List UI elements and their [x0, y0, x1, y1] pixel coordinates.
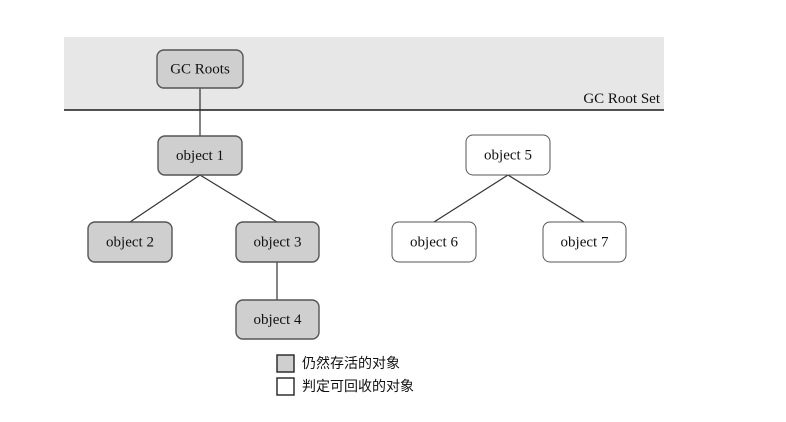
- node-label-object-6: object 6: [410, 234, 458, 250]
- node-object-2[interactable]: object 2: [87, 221, 173, 263]
- node-gc-roots[interactable]: GC Roots: [156, 49, 244, 89]
- legend-collectible-swatch: [276, 377, 295, 396]
- legend-alive-swatch: [276, 354, 295, 373]
- edge-object5-object7: [507, 174, 585, 223]
- node-label-gc-roots: GC Roots: [170, 61, 230, 77]
- edge-object5-object6: [433, 174, 509, 223]
- node-label-object-5: object 5: [484, 147, 532, 163]
- legend-collectible-label: 判定可回收的对象: [302, 379, 414, 395]
- node-box-object-4[interactable]: [235, 299, 320, 340]
- node-box-object-3[interactable]: [235, 221, 320, 263]
- node-box-object-5[interactable]: [465, 134, 551, 176]
- gc-root-set-band-rect: [64, 37, 664, 110]
- gc-root-set-label: GC Root Set: [583, 91, 661, 107]
- node-object-7[interactable]: object 7: [542, 221, 627, 263]
- node-object-5[interactable]: object 5: [465, 134, 551, 176]
- legend-alive: 仍然存活的对象: [276, 354, 400, 373]
- legend-alive-label: 仍然存活的对象: [302, 355, 400, 372]
- node-object-6[interactable]: object 6: [391, 221, 477, 263]
- node-box-object-6[interactable]: [391, 221, 477, 263]
- gc-root-set-band: GC Root Set: [64, 37, 664, 111]
- legend-collectible: 判定可回收的对象: [276, 377, 414, 396]
- node-label-object-1: object 1: [176, 148, 224, 164]
- edge-object1-object3: [199, 174, 278, 223]
- node-label-object-3: object 3: [254, 234, 302, 250]
- node-label-object-4: object 4: [254, 312, 302, 328]
- node-object-3[interactable]: object 3: [235, 221, 320, 263]
- object-nodes: GC Roots object 1 object 2 object 3 object 4…: [87, 49, 627, 340]
- node-box-object-1[interactable]: [157, 135, 243, 176]
- node-label-object-2: object 2: [106, 234, 154, 250]
- node-box-gc-roots[interactable]: [156, 49, 244, 89]
- node-object-1[interactable]: object 1: [157, 135, 243, 176]
- reference-edges: [129, 88, 585, 300]
- node-label-object-7: object 7: [561, 234, 609, 250]
- node-box-object-2[interactable]: [87, 221, 173, 263]
- node-object-4[interactable]: object 4: [235, 299, 320, 340]
- node-box-object-7[interactable]: [542, 221, 627, 263]
- edge-object1-object2: [129, 174, 201, 223]
